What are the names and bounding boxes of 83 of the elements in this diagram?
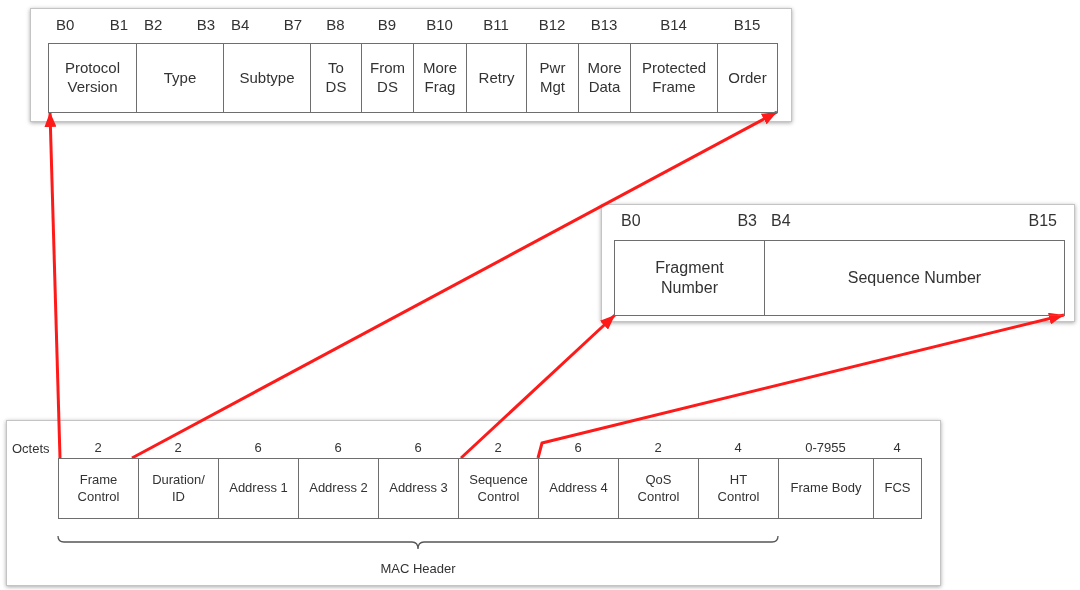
field-name: Protocol Version bbox=[65, 59, 120, 97]
field-cell bbox=[578, 43, 631, 113]
arrow bbox=[131, 110, 778, 460]
field-cell bbox=[361, 43, 414, 113]
field-cell bbox=[630, 43, 718, 113]
field-name: Address 1 bbox=[229, 480, 288, 497]
octet-count: 2 bbox=[494, 440, 502, 455]
field-cell bbox=[298, 458, 379, 519]
octet-count: 2 bbox=[654, 440, 662, 455]
bit-number: B4 bbox=[771, 212, 791, 230]
brace-label: MAC Header bbox=[380, 561, 456, 577]
field-cell bbox=[526, 43, 579, 113]
field-name: From DS bbox=[370, 59, 405, 97]
field-cell bbox=[764, 240, 1065, 316]
field-cell bbox=[48, 43, 137, 113]
field-name: More Frag bbox=[422, 59, 458, 97]
octet-count: 2 bbox=[174, 440, 182, 455]
bit-number: B0 bbox=[56, 16, 75, 33]
field-name: QoS Control bbox=[637, 472, 680, 505]
field-cell bbox=[698, 458, 779, 519]
bit-number: B9 bbox=[377, 16, 397, 33]
field-name: Subtype bbox=[239, 68, 295, 88]
field-name: Fragment Number bbox=[655, 258, 724, 298]
field-cell bbox=[778, 458, 874, 519]
field-name: Address 4 bbox=[549, 480, 608, 497]
field-name: Order bbox=[728, 68, 767, 88]
field-name: Address 3 bbox=[389, 480, 448, 497]
field-name: Frame Control bbox=[77, 472, 120, 505]
field-cell bbox=[413, 43, 467, 113]
field-cell bbox=[310, 43, 362, 113]
octet-count: 6 bbox=[334, 440, 342, 455]
bit-number: B13 bbox=[590, 16, 618, 33]
field-name: FCS bbox=[884, 480, 911, 497]
octet-count: 4 bbox=[893, 440, 901, 455]
field-cell bbox=[138, 458, 219, 519]
field-name: HT Control bbox=[717, 472, 760, 505]
bit-number: B1 bbox=[109, 16, 128, 33]
bit-number: B11 bbox=[483, 16, 509, 33]
row-label: Octets bbox=[12, 441, 50, 457]
field-name: Duration/ ID bbox=[152, 472, 205, 505]
field-name: More Data bbox=[587, 59, 622, 97]
bit-number: B2 bbox=[144, 16, 163, 33]
octet-count: 0-7955 bbox=[805, 440, 846, 455]
field-name: Type bbox=[163, 68, 197, 88]
field-cell bbox=[218, 458, 299, 519]
field-cell bbox=[466, 43, 527, 113]
bit-number: B7 bbox=[283, 16, 302, 33]
field-name: Protected Frame bbox=[641, 59, 707, 97]
field-cell bbox=[538, 458, 619, 519]
field-name: Sequence Number bbox=[847, 268, 982, 288]
octet-count: 6 bbox=[574, 440, 582, 455]
octet-count: 4 bbox=[734, 440, 742, 455]
field-cell bbox=[223, 43, 311, 113]
field-name: Address 2 bbox=[309, 480, 368, 497]
field-cell bbox=[136, 43, 224, 113]
field-name: Sequence Control bbox=[469, 472, 528, 505]
octet-count: 6 bbox=[254, 440, 262, 455]
bit-number: B15 bbox=[1028, 212, 1057, 230]
bit-number: B8 bbox=[326, 16, 345, 33]
field-name: Pwr Mgt bbox=[539, 59, 566, 97]
field-cell bbox=[58, 458, 139, 519]
bit-number: B15 bbox=[733, 16, 761, 33]
octet-count: 6 bbox=[414, 440, 422, 455]
field-name: Frame Body bbox=[790, 480, 862, 497]
arrow bbox=[460, 313, 616, 460]
field-cell bbox=[618, 458, 699, 519]
field-cell bbox=[614, 240, 765, 316]
bit-number: B0 bbox=[621, 212, 641, 230]
field-name: To DS bbox=[325, 59, 347, 97]
bit-number: B10 bbox=[426, 16, 453, 33]
bit-number: B3 bbox=[737, 212, 757, 230]
field-name: Retry bbox=[478, 68, 515, 88]
bit-number: B12 bbox=[538, 16, 566, 33]
field-cell bbox=[717, 43, 778, 113]
field-cell bbox=[378, 458, 459, 519]
field-cell bbox=[873, 458, 922, 519]
field-cell bbox=[458, 458, 539, 519]
arrow bbox=[44, 111, 62, 459]
octet-count: 2 bbox=[94, 440, 102, 455]
arrow bbox=[536, 312, 1065, 459]
bit-number: B3 bbox=[196, 16, 215, 33]
bit-number: B4 bbox=[231, 16, 250, 33]
bit-number: B14 bbox=[660, 16, 687, 33]
